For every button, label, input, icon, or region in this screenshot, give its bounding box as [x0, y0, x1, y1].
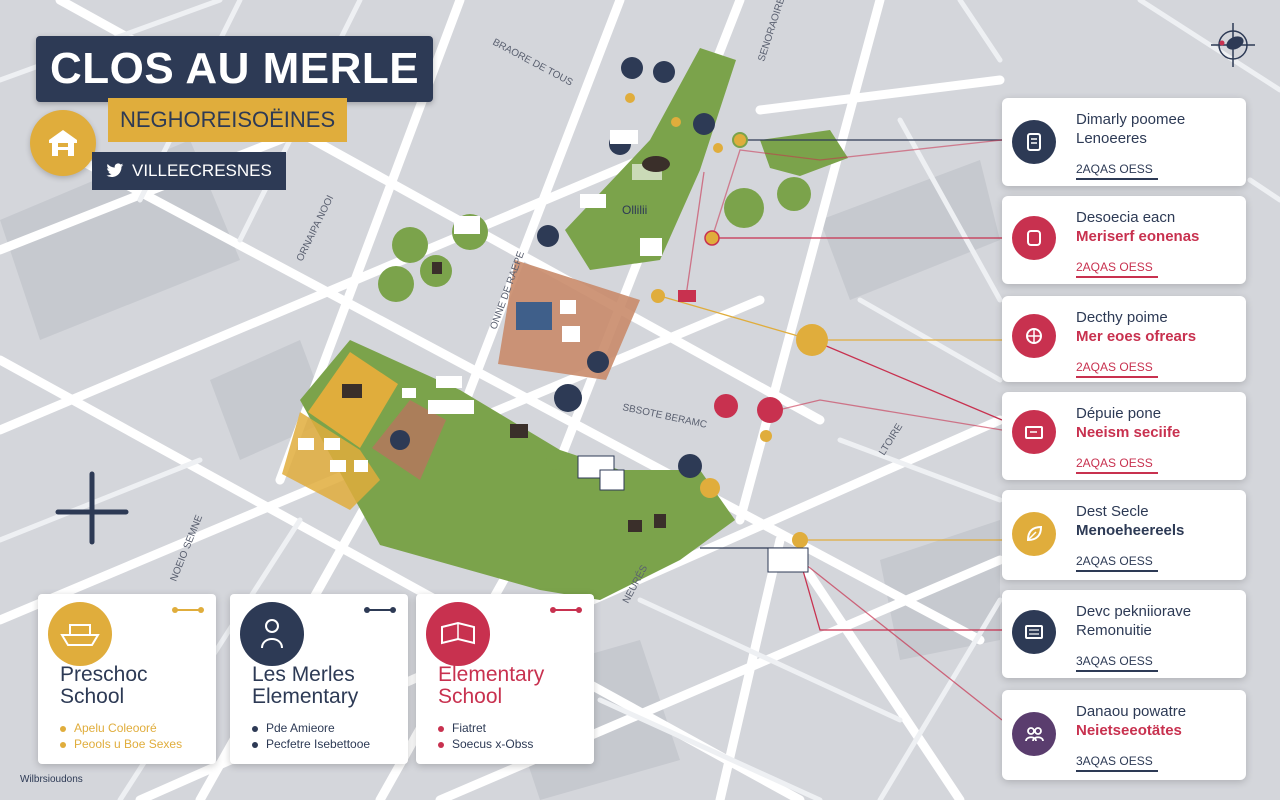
legend-5-line3: 2AQAS OESS — [1076, 554, 1158, 572]
map-subtitle: NEGHOREISOËINES — [108, 98, 348, 142]
school-card-les-merles[interactable]: Les Merles Elementary Pde Amieore Pecfet… — [230, 594, 408, 764]
legend-1-line1: Dimarly poomee — [1076, 111, 1186, 128]
legend-card-7[interactable]: Danaou powatre Neietseeotätes 3AQAS OESS — [1002, 690, 1246, 780]
school-2-name-line2: Elementary — [252, 685, 359, 708]
connector-icon — [550, 607, 582, 613]
legend-4-line3: 2AQAS OESS — [1076, 456, 1158, 474]
legend-card-5[interactable]: Dest Secle Menoeheereels 2AQAS OESS — [1002, 490, 1246, 580]
book-icon — [426, 602, 490, 666]
connector-icon — [364, 607, 396, 613]
legend-3-line2: Mer eoes ofrears — [1076, 328, 1197, 345]
leaf-icon — [1012, 512, 1056, 556]
legend-2-line2: Meriserf eonenas — [1076, 228, 1200, 245]
house-icon — [30, 110, 96, 176]
legend-4-line1: Dépuie pone — [1076, 405, 1162, 422]
zoom-in-icon[interactable] — [52, 468, 132, 548]
school-1-name-line1: Preschoc — [60, 663, 148, 686]
school-3-name-line1: Elementary — [438, 663, 545, 686]
board-icon — [1012, 610, 1056, 654]
connector-icon — [172, 607, 204, 613]
legend-5-line1: Dest Secle — [1076, 503, 1149, 520]
legend-2-line1: Desoecia eacn — [1076, 209, 1176, 226]
school-3-item2: Soecus x-Obss — [452, 737, 534, 751]
school-1-name-line2: School — [60, 685, 125, 708]
school-3-name-line2: School — [438, 685, 503, 708]
legend-3-line3: 2AQAS OESS — [1076, 360, 1158, 378]
legend-3-line1: Decthy poime — [1076, 309, 1168, 326]
twitter-bird-icon — [106, 163, 124, 178]
legend-6-line2: Remonuitie — [1076, 622, 1152, 639]
legend-card-4[interactable]: Dépuie pone Neeism seciife 2AQAS OESS — [1002, 392, 1246, 480]
map-title: CLOS AU MERLE — [36, 36, 434, 102]
legend-7-line1: Danaou powatre — [1076, 703, 1187, 720]
legend-7-line2: Neietseeotätes — [1076, 722, 1182, 739]
map-label-cluster: Ollilii — [622, 203, 647, 217]
legend-card-3[interactable]: Decthy poime Mer eoes ofrears 2AQAS OESS — [1002, 296, 1246, 382]
legend-6-line3: 3AQAS OESS — [1076, 654, 1158, 672]
school-2-name-line1: Les Merles — [252, 663, 355, 686]
school-3-item1: Fiatret — [452, 721, 487, 735]
school-2-item2: Pecfetre Isebettooe — [266, 737, 371, 751]
twitter-handle-text: VILLEECRESNES — [132, 161, 272, 180]
grid-icon — [1012, 314, 1056, 358]
boat-icon — [48, 602, 112, 666]
school-card-preschool[interactable]: Preschoc School Apelu Coleooré Peools u … — [38, 594, 216, 764]
school-1-item2: Peools u Boe Sexes — [74, 737, 183, 751]
school-card-elementary[interactable]: Elementary School Fiatret Soecus x-Obss — [416, 594, 594, 764]
legend-card-2[interactable]: Desoecia eacn Meriserf eonenas 2AQAS OES… — [1002, 196, 1246, 284]
tablet-icon — [1012, 216, 1056, 260]
legend-2-line3: 2AQAS OESS — [1076, 260, 1158, 278]
legend-card-6[interactable]: Devc pekniiorave Remonuitie 3AQAS OESS — [1002, 590, 1246, 678]
footer-credit: Wilbrsioudons — [20, 774, 83, 785]
people-icon — [1012, 712, 1056, 756]
twitter-handle[interactable]: VILLEECRESNES — [92, 152, 286, 190]
document-icon — [1012, 120, 1056, 164]
card-icon — [1012, 410, 1056, 454]
legend-7-line3: 3AQAS OESS — [1076, 754, 1158, 772]
legend-1-line3: 2AQAS OESS — [1076, 162, 1158, 180]
school-2-item1: Pde Amieore — [266, 721, 335, 735]
child-icon — [240, 602, 304, 666]
legend-card-1[interactable]: Dimarly poomee Lenoeeres 2AQAS OESS — [1002, 98, 1246, 186]
legend-4-line2: Neeism seciife — [1076, 424, 1181, 441]
legend-1-line2: Lenoeeres — [1076, 130, 1147, 147]
legend-6-line1: Devc pekniiorave — [1076, 603, 1192, 620]
school-1-item1: Apelu Coleooré — [74, 721, 157, 735]
compass-icon — [1211, 23, 1255, 67]
legend-5-line2: Menoeheereels — [1076, 522, 1185, 539]
